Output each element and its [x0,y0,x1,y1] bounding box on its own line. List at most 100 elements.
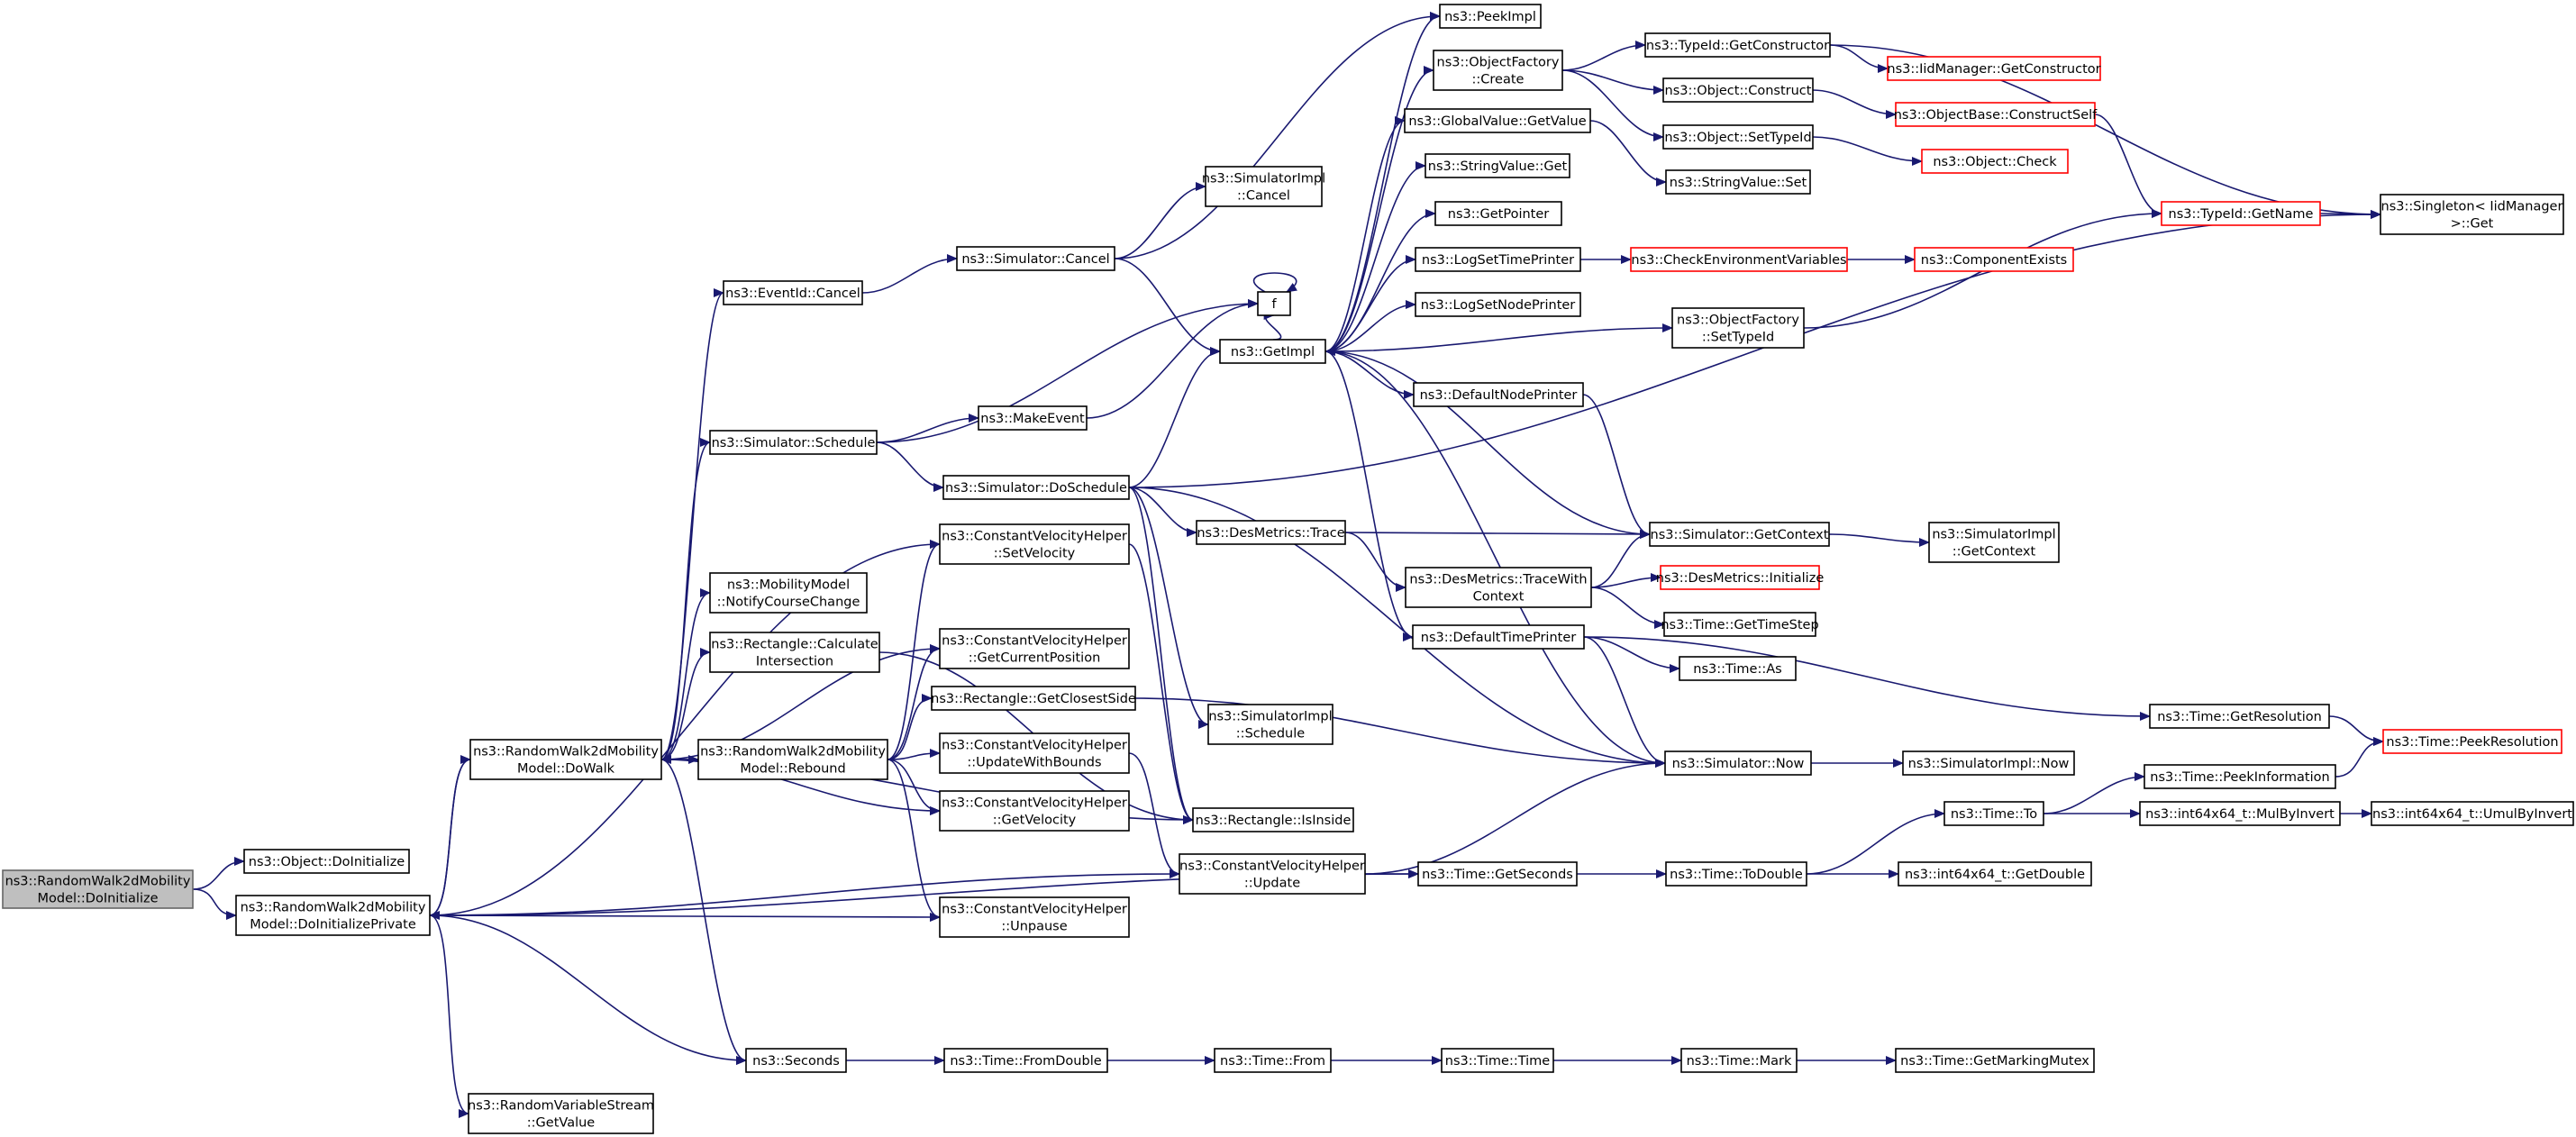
node-cvh-updbounds[interactable]: ns3::ConstantVelocityHelper::UpdateWithB… [939,732,1130,774]
node-globalvalue-get[interactable]: ns3::GlobalValue::GetValue [1404,108,1591,133]
node-peekimpl[interactable]: ns3::PeekImpl [1439,4,1542,29]
node-iidmgr-getctor[interactable]: ns3::IidManager::GetConstructor [1887,56,2101,81]
node-label: ns3::Time::Time [1445,1054,1551,1069]
node-timegetres[interactable]: ns3::Time::GetResolution [2149,704,2330,729]
node-label: ns3::Time::FromDouble [950,1054,1101,1069]
node-defnodeprinter[interactable]: ns3::DefaultNodePrinter [1413,382,1584,407]
node-objfactory-settypeid[interactable]: ns3::ObjectFactory::SetTypeId [1671,307,1805,349]
node-box [2380,194,2564,235]
node-desmetrics-init[interactable]: ns3::DesMetrics::Initialize [1656,565,1825,590]
node-int64-umulbyinvert[interactable]: ns3::int64x64_t::UmulByInvert [2371,801,2574,826]
node-seconds[interactable]: ns3::Seconds [745,1048,847,1073]
edge-getimpl-to-globalvalue-get [1324,116,1406,352]
node-label: Model::DoInitializePrivate [250,918,416,932]
edge-simdosched-to-simimplsched [1128,487,1209,729]
node-timetodouble[interactable]: ns3::Time::ToDouble [1665,861,1807,887]
node-label: >::Get [2451,217,2494,232]
node-stringvalue-get[interactable]: ns3::StringValue::Get [1425,153,1570,178]
node-logsettime[interactable]: ns3::LogSetTimePrinter [1415,247,1581,272]
node-doinitpriv[interactable]: ns3::RandomWalk2dMobilityModel::DoInitia… [235,895,431,936]
node-timepeekres[interactable]: ns3::Time::PeekResolution [2382,729,2562,754]
edge-simcancel-to-peekimpl [1114,12,1441,259]
node-deftimeprinter[interactable]: ns3::DefaultTimePrinter [1412,624,1585,650]
node-simnow[interactable]: ns3::Simulator::Now [1664,750,1812,776]
node-timeas[interactable]: ns3::Time::As [1679,656,1797,681]
node-box [2371,801,2574,826]
node-root[interactable]: ns3::RandomWalk2dMobilityModel::DoInitia… [2,869,194,909]
node-timemark[interactable]: ns3::Time::Mark [1680,1048,1798,1073]
node-f[interactable]: f [1257,291,1291,316]
node-obj-construct[interactable]: ns3::Object::Construct [1662,77,1814,103]
node-makeevent[interactable]: ns3::MakeEvent [978,405,1088,431]
node-desmetrics-trace[interactable]: ns3::DesMetrics::Trace [1196,520,1346,545]
node-box [956,246,1115,271]
node-objbase-constructself[interactable]: ns3::ObjectBase::ConstructSelf [1894,102,2098,127]
node-componentexists[interactable]: ns3::ComponentExists [1914,247,2074,272]
node-simgetctx[interactable]: ns3::Simulator::GetContext [1649,522,1830,547]
node-timefromdouble[interactable]: ns3::Time::FromDouble [943,1048,1108,1073]
edge-cvh-updbounds-to-cvh-update [1128,752,1180,878]
node-box [1679,656,1797,681]
node-simcancel[interactable]: ns3::Simulator::Cancel [956,246,1115,271]
node-getimpl[interactable]: ns3::GetImpl [1219,339,1326,364]
node-label: ns3::Time::GetResolution [2157,710,2322,724]
node-box [1434,201,1562,226]
node-cvh-unpause[interactable]: ns3::ConstantVelocityHelper::Unpause [939,896,1130,938]
edge-doinitpriv-to-cvh-unpause [429,912,941,922]
node-box [1415,247,1581,272]
node-rect-closest[interactable]: ns3::Rectangle::GetClosestSide [931,686,1136,711]
node-stringvalue-set[interactable]: ns3::StringValue::Set [1665,169,1811,195]
edge-rebound-to-cvh-setvel [887,540,941,760]
node-singleton-get[interactable]: ns3::Singleton< IidManager >::Get [2380,194,2564,235]
node-typeid-getctor[interactable]: ns3::TypeId::GetConstructor [1644,32,1831,58]
node-label: ns3::StringValue::Get [1428,159,1568,174]
node-logsetnode[interactable]: ns3::LogSetNodePrinter [1415,292,1581,317]
node-checkenv[interactable]: ns3::CheckEnvironmentVariables [1630,247,1848,272]
node-objfactory-create[interactable]: ns3::ObjectFactory::Create [1433,50,1563,91]
node-timeto[interactable]: ns3::Time::To [1943,801,2044,826]
node-cvh-getpos[interactable]: ns3::ConstantVelocityHelper::GetCurrentP… [939,628,1130,669]
node-obj-settypeid[interactable]: ns3::Object::SetTypeId [1662,124,1814,150]
node-box [942,475,1130,500]
node-box [1662,77,1814,103]
node-simimplcancel[interactable]: ns3::SimulatorImpl::Cancel [1202,166,1325,207]
node-timegetseconds[interactable]: ns3::Time::GetSeconds [1417,861,1578,887]
node-typeid-getname[interactable]: ns3::TypeId::GetName [2161,201,2321,226]
node-box [1425,153,1570,178]
node-timetime[interactable]: ns3::Time::Time [1441,1048,1554,1073]
node-int64-mulbyinvert[interactable]: ns3::int64x64_t::MulByInvert [2139,801,2341,826]
node-simimplsched[interactable]: ns3::SimulatorImpl::Schedule [1207,704,1334,745]
node-timegetmarkingmutex[interactable]: ns3::Time::GetMarkingMutex [1895,1048,2095,1073]
edge-dowalk-to-seconds [660,759,747,1065]
node-label: ns3::Time::As [1693,662,1781,677]
node-cvh-update[interactable]: ns3::ConstantVelocityHelper::Update [1179,853,1366,895]
node-simsched[interactable]: ns3::Simulator::Schedule [709,430,878,455]
node-simimplnow[interactable]: ns3::SimulatorImpl::Now [1902,750,2075,776]
node-rect-isinside[interactable]: ns3::Rectangle::IsInside [1192,807,1354,832]
node-rvs-get[interactable]: ns3::RandomVariableStream::GetValue [468,1093,654,1134]
node-label: ns3::ObjectFactory [1677,314,1799,328]
node-label: ns3::Time::PeekResolution [2386,735,2558,750]
node-getpointer[interactable]: ns3::GetPointer [1434,201,1562,226]
node-label: ns3::GetImpl [1231,345,1315,359]
node-obj-doinit[interactable]: ns3::Object::DoInitialize [243,849,410,874]
node-mobnotify[interactable]: ns3::MobilityModel::NotifyCourseChange [709,572,868,614]
edge-simsched-to-f [876,299,1259,443]
node-timegetstep[interactable]: ns3::Time::GetTimeStep [1661,612,1819,637]
node-timefrom[interactable]: ns3::Time::From [1214,1048,1332,1073]
node-simdosched[interactable]: ns3::Simulator::DoSchedule [942,475,1130,500]
node-cvh-setvel[interactable]: ns3::ConstantVelocityHelper::SetVelocity [939,523,1130,565]
node-int64-getdouble[interactable]: ns3::int64x64_t::GetDouble [1898,861,2092,887]
node-eventcancel[interactable]: ns3::EventId::Cancel [723,280,863,305]
edge-obj-construct-to-objbase-constructself [1812,89,1897,119]
edge-desmetrics-trace-to-simgetctx [1344,529,1651,539]
node-box [469,739,662,780]
node-timepeekinfo[interactable]: ns3::Time::PeekInformation [2144,764,2336,789]
node-cvh-getvel[interactable]: ns3::ConstantVelocityHelper::GetVelocity [939,790,1130,832]
node-simimpl-getctx[interactable]: ns3::SimulatorImpl::GetContext [1928,522,2060,563]
node-objcheck[interactable]: ns3::Object::Check [1921,149,2069,174]
